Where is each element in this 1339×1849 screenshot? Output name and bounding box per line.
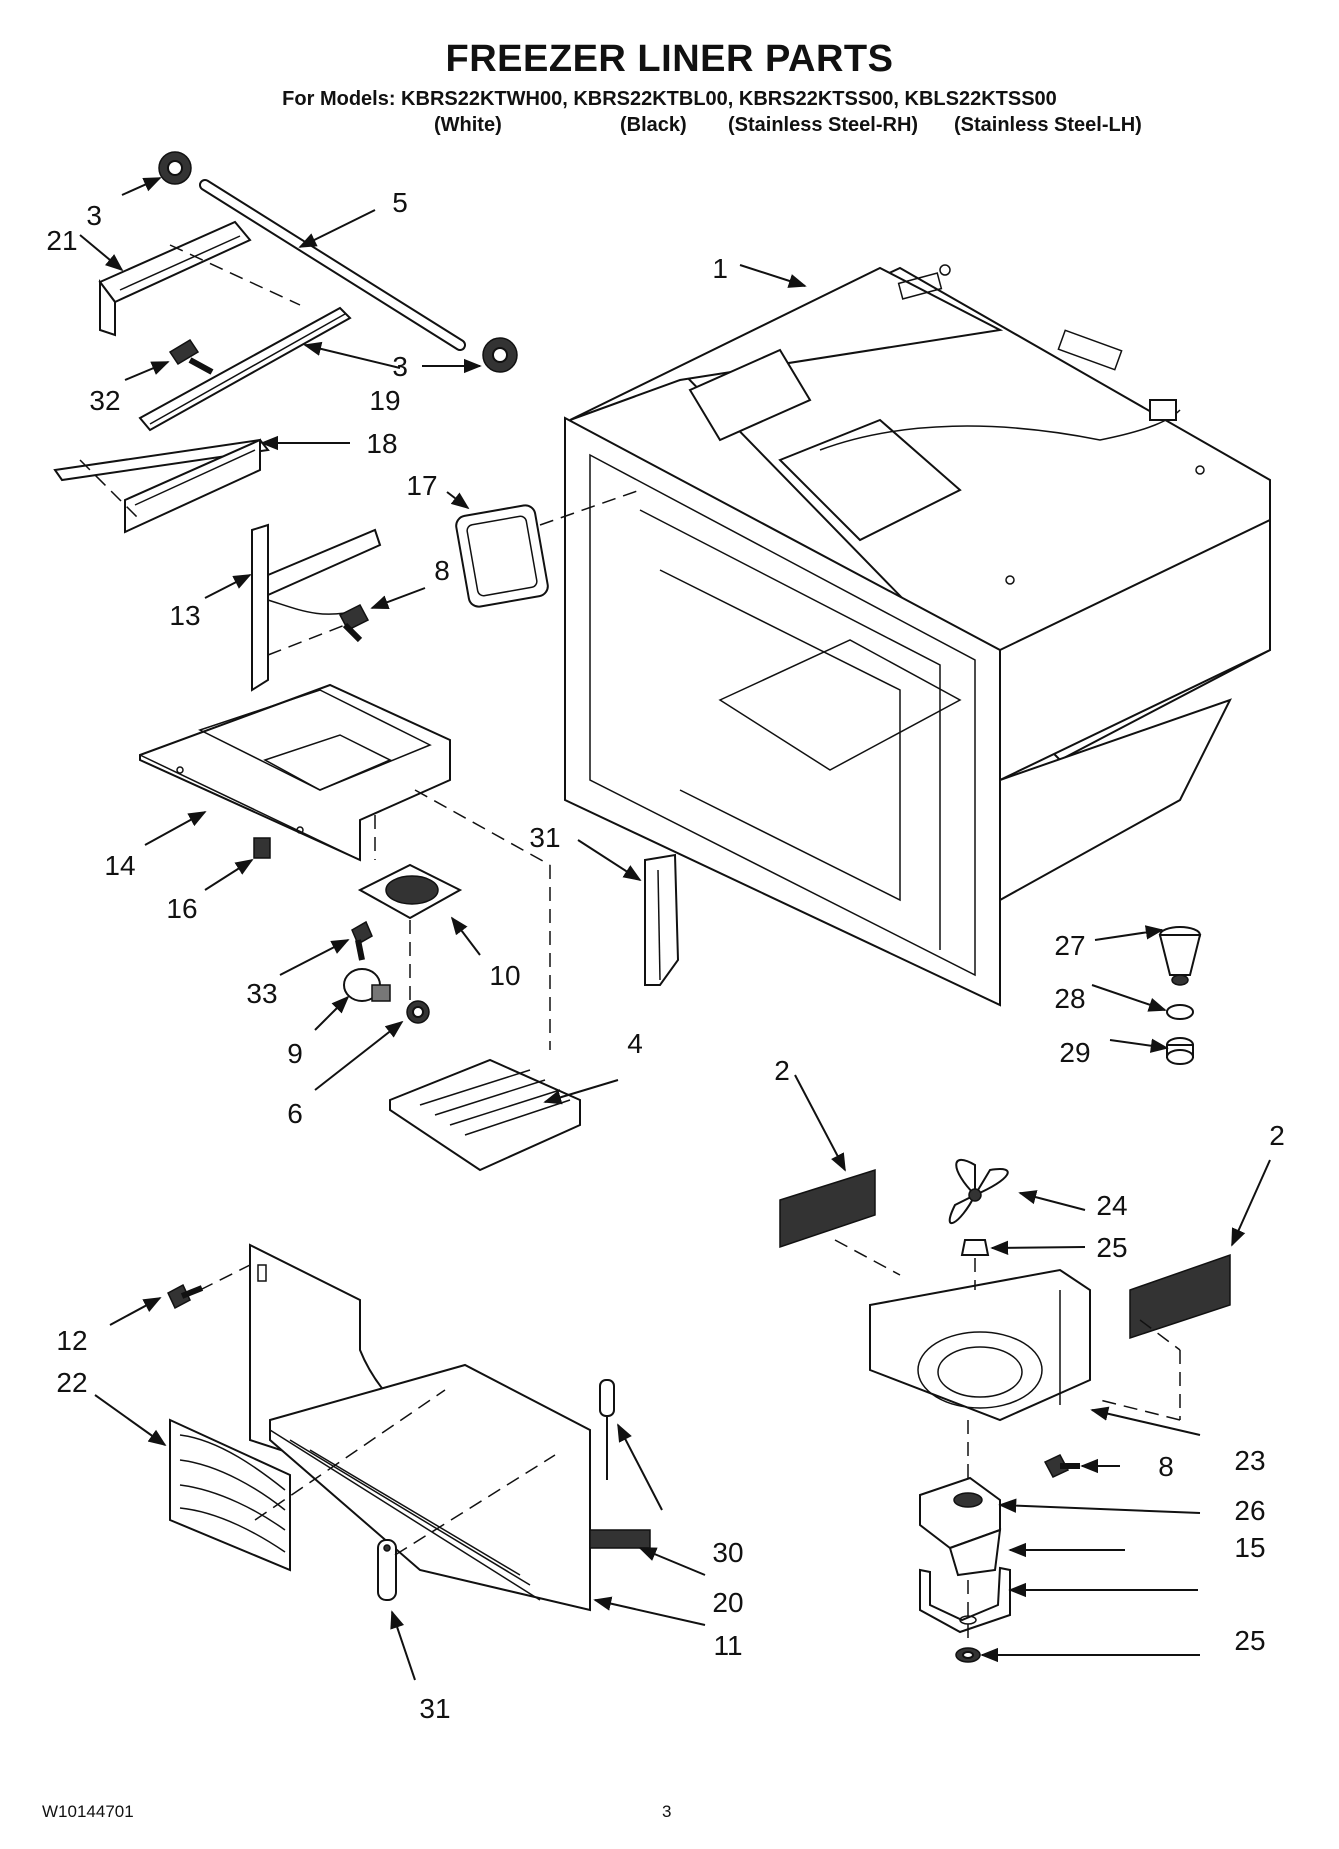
bulb-9	[343, 968, 391, 1002]
motor-26	[919, 1476, 1002, 1577]
callout-20: 20	[712, 1587, 743, 1618]
page-title: FREEZER LINER PARTS	[445, 38, 894, 80]
models-line: For Models: KBRS22KTWH00, KBRS22KTBL00, …	[282, 88, 1057, 110]
callout-8-upper: 8	[434, 555, 450, 586]
insulation-pad-2-right	[1129, 1253, 1231, 1340]
callout-21: 21	[46, 225, 77, 256]
callout-9: 9	[287, 1038, 303, 1069]
o-ring-28	[1166, 1004, 1194, 1020]
callout-31-upper: 31	[529, 822, 560, 853]
bracket-13	[251, 523, 382, 692]
callout-1: 1	[712, 253, 728, 284]
variant-black: (Black)	[620, 114, 687, 136]
gear-3-bottom	[482, 337, 518, 373]
callout-28: 28	[1054, 983, 1085, 1014]
callout-32: 32	[89, 385, 120, 416]
screw-12	[167, 1283, 204, 1310]
callout-33: 33	[246, 978, 277, 1009]
callout-16: 16	[166, 893, 197, 924]
screw-32	[168, 338, 214, 375]
screw-33	[351, 920, 373, 961]
grommet-29	[1166, 1037, 1194, 1065]
evaporator-cover-11	[269, 1363, 591, 1612]
callout-5: 5	[392, 187, 408, 218]
callout-29: 29	[1059, 1037, 1090, 1068]
callout-31-lower: 31	[419, 1693, 450, 1724]
document-number: W10144701	[42, 1802, 134, 1821]
callout-3-bottom: 3	[392, 351, 408, 382]
callout-10: 10	[489, 960, 520, 991]
callout-30: 30	[712, 1537, 743, 1568]
page-number: 3	[662, 1802, 672, 1821]
sensor-30	[599, 1379, 615, 1480]
callout-labels: 1 2 2 3 3 4 5 6 8 8 9 10 11 12 13 14 15 …	[46, 187, 1284, 1724]
variant-white: (White)	[434, 114, 502, 136]
callout-11: 11	[713, 1630, 742, 1661]
callout-24: 24	[1096, 1190, 1127, 1221]
callout-19: 19	[369, 385, 400, 416]
assembly-lines	[79, 244, 1181, 1645]
ice-maker-module-17	[455, 504, 549, 608]
callout-22: 22	[56, 1367, 87, 1398]
callout-2-left: 2	[774, 1055, 790, 1086]
drain-27	[1158, 926, 1202, 986]
grille-22	[169, 1418, 291, 1572]
gear-3-top	[158, 151, 192, 185]
variant-stainless-lh: (Stainless Steel-LH)	[954, 114, 1142, 136]
shroud-23	[869, 1268, 1091, 1422]
callout-25-upper: 25	[1096, 1232, 1127, 1263]
callout-18: 18	[366, 428, 397, 459]
callout-6: 6	[287, 1098, 303, 1129]
grille-4	[389, 1058, 581, 1172]
tray-14	[139, 683, 451, 862]
bracket-15	[919, 1566, 1011, 1634]
nut-25-upper	[960, 1239, 990, 1256]
screw-8-lower	[1043, 1454, 1080, 1478]
rail-18	[53, 438, 270, 534]
light-housing-10	[357, 863, 463, 920]
fan-blade-24	[948, 1158, 1009, 1225]
variant-stainless-rh: (Stainless Steel-RH)	[728, 114, 919, 136]
rod-5	[199, 179, 466, 351]
callout-12: 12	[56, 1325, 87, 1356]
seal-31-upper	[644, 853, 680, 986]
insulation-pad-2-left	[779, 1168, 876, 1249]
bracket-21	[98, 220, 252, 337]
callout-26: 26	[1234, 1495, 1265, 1526]
callout-15: 15	[1234, 1532, 1265, 1563]
seal-31-lower	[377, 1539, 397, 1601]
callout-3-top: 3	[86, 200, 102, 231]
callout-2-right: 2	[1269, 1120, 1285, 1151]
rail-19	[138, 306, 352, 432]
callout-14: 14	[104, 850, 135, 881]
leader-lines	[79, 177, 1271, 1681]
callout-13: 13	[169, 600, 200, 631]
foam-strip-20	[589, 1529, 651, 1549]
callout-17: 17	[406, 470, 437, 501]
nut-25-lower	[955, 1647, 981, 1663]
socket-6	[406, 1000, 430, 1024]
freezer-liner-tub	[564, 264, 1271, 1007]
callout-23: 23	[1234, 1445, 1265, 1476]
callout-25-lower: 25	[1234, 1625, 1265, 1656]
callout-27: 27	[1054, 930, 1085, 961]
callout-4: 4	[627, 1028, 643, 1059]
callout-8-lower: 8	[1158, 1451, 1174, 1482]
screw-8-upper	[338, 604, 370, 643]
clip-16	[253, 837, 271, 859]
